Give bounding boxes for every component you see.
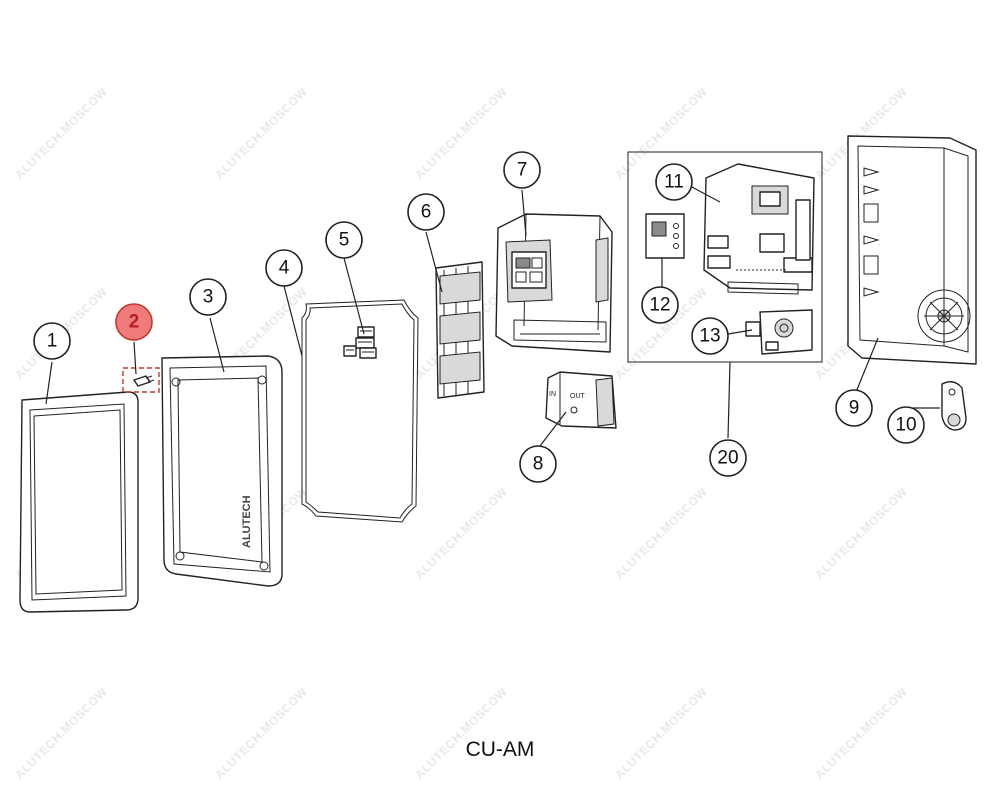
part-12-display-board[interactable] [645,213,685,259]
part-6-terminal-block[interactable] [435,261,485,399]
callout-11-label: 11 [664,172,684,193]
part-11-main-pcb[interactable] [703,163,815,295]
callout-9[interactable]: 9 [835,389,873,427]
watermark-text: ALUTECH.MOSCOW [412,84,510,182]
callout-8[interactable]: 8 [519,445,557,483]
callout-4[interactable]: 4 [265,249,303,287]
callout-layer: 1 2 3 4 5 6 7 8 [33,151,925,483]
callout-3-label: 3 [203,287,214,308]
callout-20[interactable]: 20 [709,439,747,477]
callout-5-label: 5 [339,230,350,251]
watermark-text: ALUTECH.MOSCOW [612,684,710,782]
callout-4-label: 4 [279,258,290,279]
callout-5[interactable]: 5 [325,221,363,259]
watermark-text: ALUTECH.MOSCOW [612,484,710,582]
callout-3[interactable]: 3 [189,278,227,316]
watermark-text: ALUTECH.MOSCOW [812,484,910,582]
watermark-text: ALUTECH.MOSCOW [212,84,310,182]
callout-1[interactable]: 1 [33,322,71,360]
callout-2-label: 2 [129,312,140,333]
callout-6[interactable]: 6 [407,193,445,231]
callout-6-label: 6 [421,202,432,223]
part-4-gasket[interactable] [301,299,419,523]
watermark-text: ALUTECH.MOSCOW [12,84,110,182]
callout-10[interactable]: 10 [887,406,925,444]
part-8-receiver-module[interactable]: IN OUT [545,371,617,429]
watermark-text: ALUTECH.MOSCOW [12,684,110,782]
part-10-cam-lever[interactable] [941,381,967,431]
callout-12[interactable]: 12 [641,286,679,324]
watermark-text: ALUTECH.MOSCOW [612,84,710,182]
part-3-front-cover[interactable]: ALUTECH [161,355,283,587]
callout-11[interactable]: 11 [655,163,693,201]
part-2-screw[interactable] [122,367,160,393]
callout-9-label: 9 [849,398,860,419]
callout-12-label: 12 [649,295,670,316]
callout-7[interactable]: 7 [503,151,541,189]
part-13-small-pcb[interactable] [745,309,813,355]
callout-2[interactable]: 2 [115,303,153,341]
part-1-frame[interactable] [19,391,139,613]
part-7-control-housing[interactable] [495,213,613,353]
callout-8-label: 8 [533,454,544,475]
brand-mark-text: ALUTECH [241,495,253,548]
callout-13[interactable]: 13 [691,317,729,355]
callout-7-label: 7 [517,160,528,181]
watermark-text: ALUTECH.MOSCOW [212,684,310,782]
part-5-terminal-clips[interactable] [343,326,377,359]
callout-20-label: 20 [717,448,738,469]
callout-10-label: 10 [895,415,916,436]
watermark-text: ALUTECH.MOSCOW [812,684,910,782]
out-label: OUT [570,393,586,400]
watermark-text: ALUTECH.MOSCOW [412,684,510,782]
part-9-rear-housing[interactable] [847,135,977,365]
in-label: IN [549,391,556,398]
callout-1-label: 1 [47,331,58,352]
part-20-board-group[interactable] [627,151,823,363]
diagram-caption: CU-AM [465,738,535,761]
callout-13-label: 13 [699,326,720,347]
watermark-text: ALUTECH.MOSCOW [412,484,510,582]
leader-lines [45,185,940,447]
